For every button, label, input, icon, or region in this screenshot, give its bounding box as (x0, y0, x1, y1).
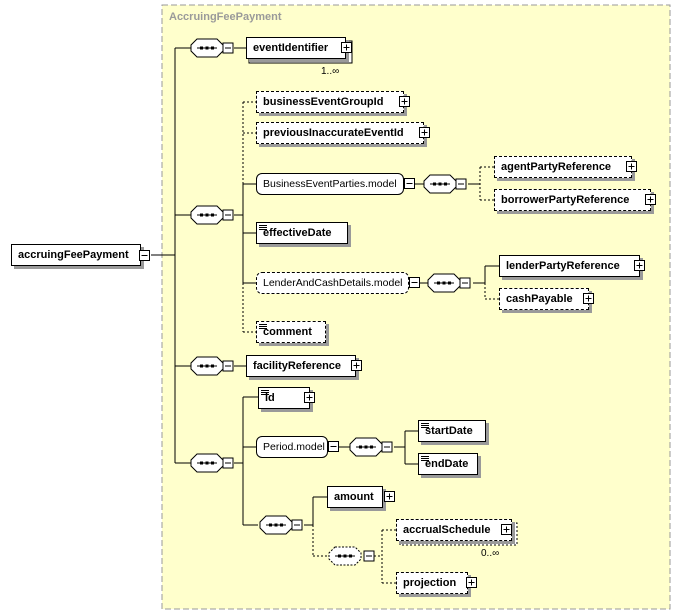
collapse-minus-icon[interactable] (404, 178, 415, 189)
element-amount[interactable]: amount (327, 486, 383, 508)
expand-plus-icon[interactable] (626, 161, 637, 172)
id-label: id (265, 392, 275, 404)
optional-connector-lines (242, 101, 499, 584)
period-model-label: Period.model (263, 441, 325, 453)
element-projection[interactable]: projection (396, 572, 468, 594)
element-cash-payable[interactable]: cashPayable (499, 288, 589, 310)
element-accrual-schedule[interactable]: accrualSchedule (396, 519, 512, 541)
optional-sequence-compositor-icon[interactable] (328, 546, 375, 566)
text-type-icon (421, 423, 429, 428)
text-type-icon (261, 390, 269, 395)
element-previous-inaccurate-event-id[interactable]: previousInaccurateEventId (256, 122, 424, 144)
cash-payable-label: cashPayable (506, 293, 573, 305)
borrower-party-reference-label: borrowerPartyReference (501, 194, 630, 206)
element-end-date[interactable]: endDate (418, 453, 478, 475)
expand-plus-icon[interactable] (645, 194, 656, 205)
business-event-parties-model-label: BusinessEventParties.model (263, 178, 397, 190)
business-event-group-id-label: businessEventGroupId (263, 96, 384, 108)
expand-plus-icon[interactable] (341, 42, 352, 53)
expand-plus-icon[interactable] (399, 96, 410, 107)
expand-plus-icon[interactable] (501, 524, 512, 535)
element-business-event-group-id[interactable]: businessEventGroupId (256, 91, 404, 113)
expand-plus-icon[interactable] (634, 260, 645, 271)
element-borrower-party-reference[interactable]: borrowerPartyReference (494, 189, 651, 211)
previous-inaccurate-event-id-label: previousInaccurateEventId (263, 127, 404, 139)
sequence-compositor-icon[interactable] (190, 205, 234, 225)
element-effective-date[interactable]: effectiveDate (256, 222, 348, 244)
connector-lines (151, 47, 499, 526)
compositors (190, 38, 471, 566)
sequence-compositor-icon[interactable] (190, 453, 234, 473)
event-identifier-label: eventIdentifier (253, 42, 329, 54)
lender-party-reference-label: lenderPartyReference (506, 260, 620, 272)
facility-reference-label: facilityReference (253, 360, 342, 372)
start-date-label: startDate (425, 425, 473, 437)
sequence-compositor-icon[interactable] (427, 273, 471, 293)
lender-and-cash-details-model-label: LenderAndCashDetails.model (263, 277, 403, 289)
text-type-icon (421, 456, 429, 461)
element-lender-party-reference[interactable]: lenderPartyReference (499, 255, 640, 277)
root-element[interactable]: accruingFeePayment (11, 244, 141, 266)
group-lender-and-cash-details-model[interactable]: LenderAndCashDetails.model (256, 272, 409, 294)
sequence-compositor-icon[interactable] (423, 174, 467, 194)
collapse-minus-icon[interactable] (409, 277, 420, 288)
expand-plus-icon[interactable] (466, 577, 477, 588)
sequence-compositor-icon[interactable] (349, 437, 393, 457)
element-start-date[interactable]: startDate (418, 420, 486, 442)
collapse-minus-icon[interactable] (139, 250, 150, 261)
expand-plus-icon[interactable] (419, 127, 430, 138)
sequence-compositor-icon[interactable] (259, 515, 303, 535)
event-identifier-occurs: 1..∞ (321, 66, 340, 77)
root-element-label: accruingFeePayment (18, 249, 129, 261)
comment-label: comment (263, 326, 312, 338)
text-type-icon (259, 324, 267, 329)
element-event-identifier[interactable]: eventIdentifier (246, 37, 346, 59)
expand-plus-icon[interactable] (384, 491, 395, 502)
accrual-schedule-occurs: 0..∞ (481, 548, 500, 559)
effective-date-label: effectiveDate (263, 227, 332, 239)
expand-plus-icon[interactable] (351, 360, 362, 371)
agent-party-reference-label: agentPartyReference (501, 161, 612, 173)
group-title: AccruingFeePayment (169, 11, 282, 23)
element-facility-reference[interactable]: facilityReference (246, 355, 356, 377)
element-id[interactable]: id (258, 387, 310, 409)
amount-label: amount (334, 491, 374, 503)
accrual-schedule-label: accrualSchedule (403, 524, 491, 536)
expand-plus-icon[interactable] (583, 293, 594, 304)
end-date-label: endDate (425, 458, 469, 470)
projection-label: projection (403, 577, 457, 589)
sequence-compositor-icon[interactable] (190, 38, 234, 58)
expand-plus-icon[interactable] (304, 392, 315, 403)
group-business-event-parties-model[interactable]: BusinessEventParties.model (256, 173, 404, 195)
sequence-compositor-icon[interactable] (190, 356, 234, 376)
element-agent-party-reference[interactable]: agentPartyReference (494, 156, 632, 178)
group-period-model[interactable]: Period.model (256, 436, 328, 458)
collapse-minus-icon[interactable] (328, 441, 339, 452)
element-comment[interactable]: comment (256, 321, 326, 343)
text-type-icon (259, 225, 267, 230)
